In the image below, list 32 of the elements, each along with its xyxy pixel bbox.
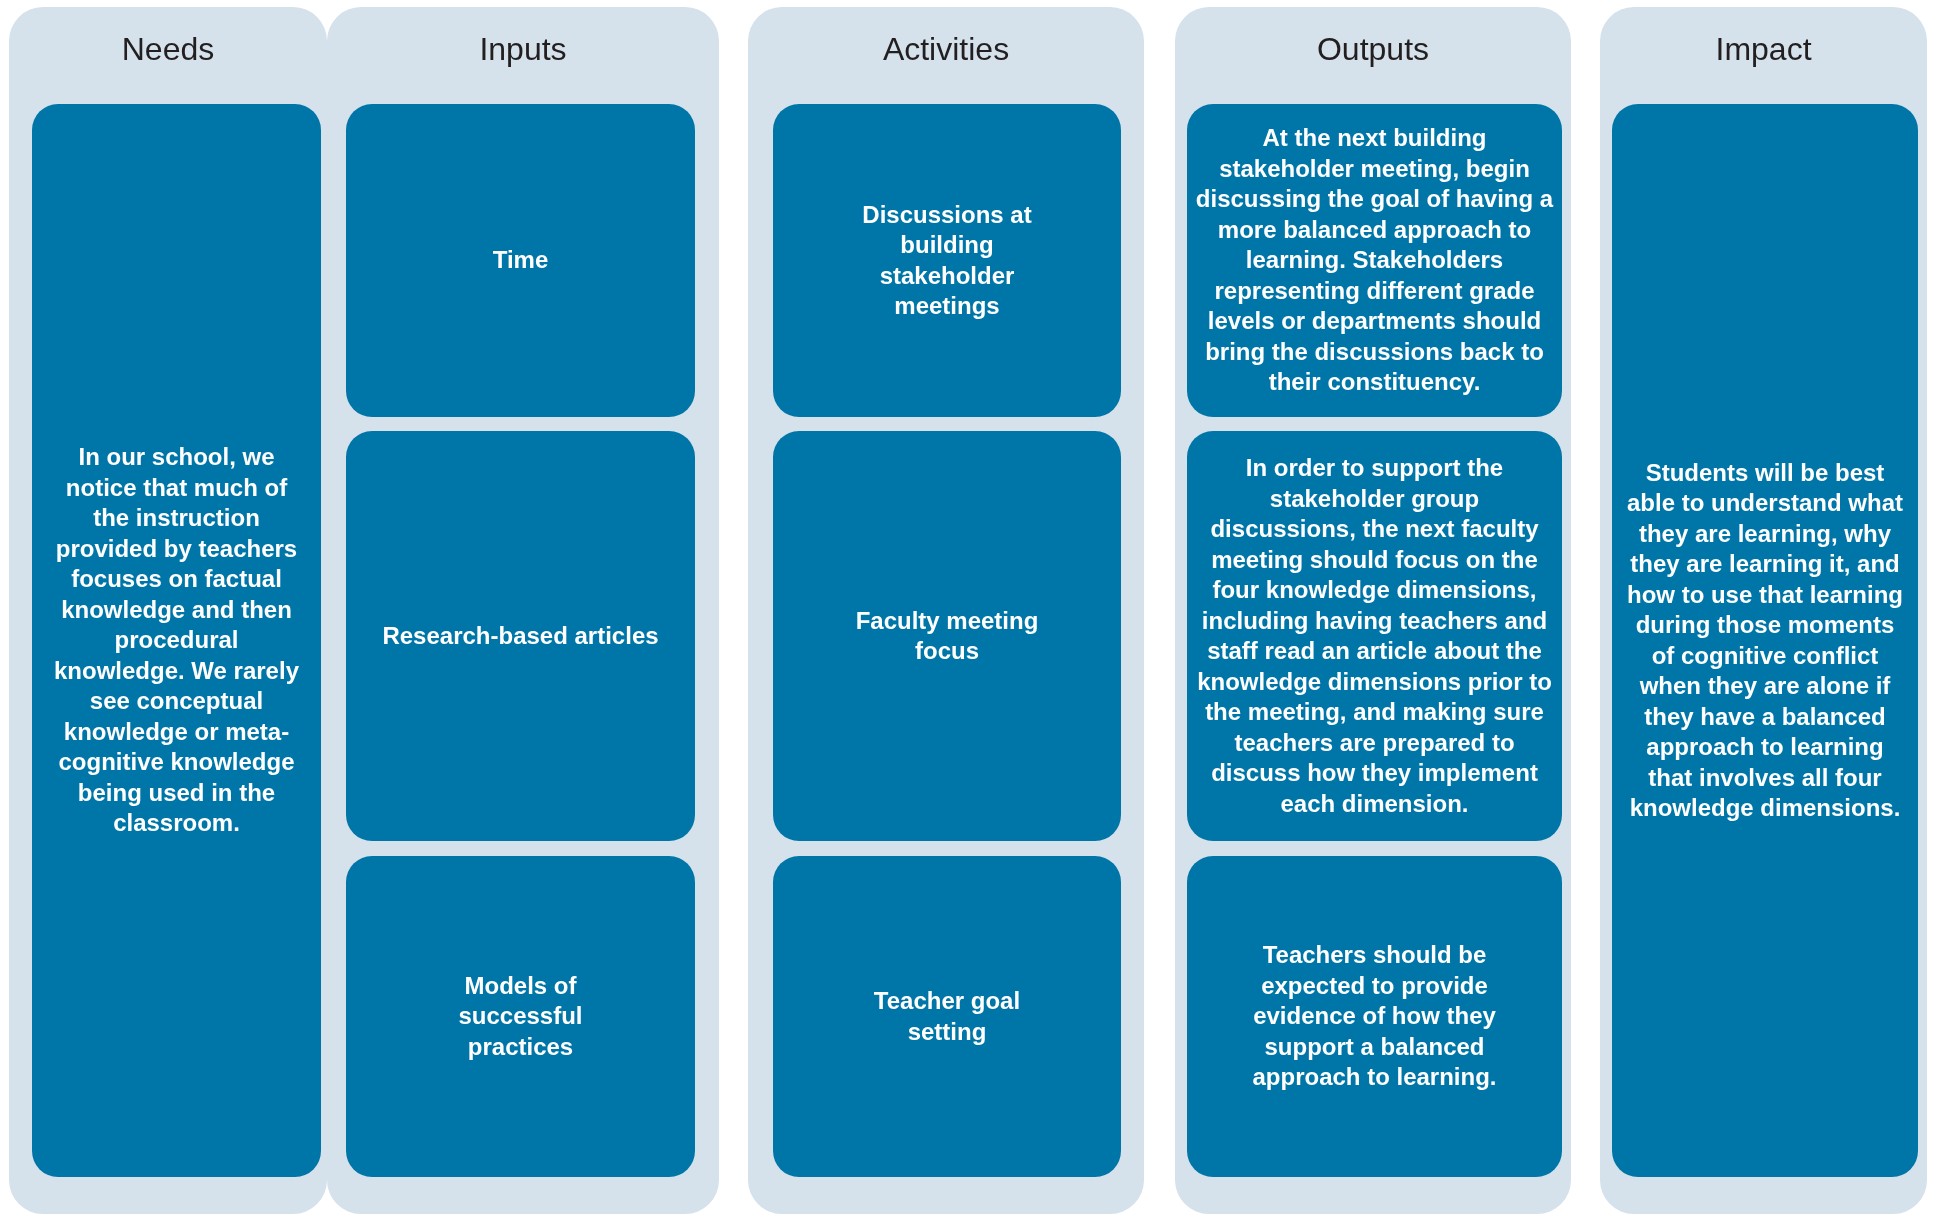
content-box [1187, 431, 1562, 841]
box-text: In our school, we notice that much of the instruction provided by teachers focuses on factual knowledge and then procedural knowledge. We rarely see conceptual knowledge or meta-cognitive knowledge being used in the classroom. [53, 442, 300, 839]
box-text: At the next building stakeholder meeting, begin discussing the goal of having a more balanced approach to learning. Stakeholders representing different grade levels or departments should bring the discussions back to their constituency. [1195, 123, 1554, 398]
box-text: Research-based articles [382, 620, 659, 651]
box-text: Models of successful practices [457, 970, 584, 1062]
box-text: In order to support the stakeholder group discussions, the next faculty meeting should focus on the four knowledge dimensions, including having teachers and staff read an article about the knowledge dimensions prior to the meeting, and making sure teachers are prepared to discuss how they implement each dimension. [1196, 453, 1553, 819]
column-heading: Activities [881, 31, 1011, 68]
content-box [773, 104, 1121, 417]
box-text: Time [492, 245, 549, 276]
content-box [346, 856, 695, 1177]
content-box [32, 104, 321, 1177]
column-heading: Needs [120, 31, 216, 68]
column-panel [1175, 7, 1571, 1214]
box-text: Discussions at building stakeholder meetings [861, 199, 1033, 321]
column-panel [748, 7, 1144, 1214]
box-text: Students will be best able to understand what they are learning, why they are learning it, and how to use that learning during those moments of cognitive conflict when they are alone if they have a balanced approach to learning that involves all four knowledge dimensions. [1626, 457, 1904, 823]
content-box [346, 104, 695, 417]
content-box [346, 431, 695, 841]
box-text: Teacher goal setting [872, 986, 1022, 1047]
content-box [773, 431, 1121, 841]
content-box [1612, 104, 1918, 1177]
column-heading: Impact [1714, 31, 1813, 68]
content-box [1187, 856, 1562, 1177]
box-text: Faculty meeting focus [854, 605, 1040, 666]
content-box [773, 856, 1121, 1177]
column-panel [1600, 7, 1927, 1214]
box-text: Teachers should be expected to provide evidence of how they support a balanced approach to learning. [1251, 940, 1498, 1093]
column-panel [9, 7, 327, 1214]
content-box [1187, 104, 1562, 417]
column-heading: Outputs [1315, 31, 1431, 68]
column-panel [327, 7, 719, 1214]
column-heading: Inputs [478, 31, 568, 68]
